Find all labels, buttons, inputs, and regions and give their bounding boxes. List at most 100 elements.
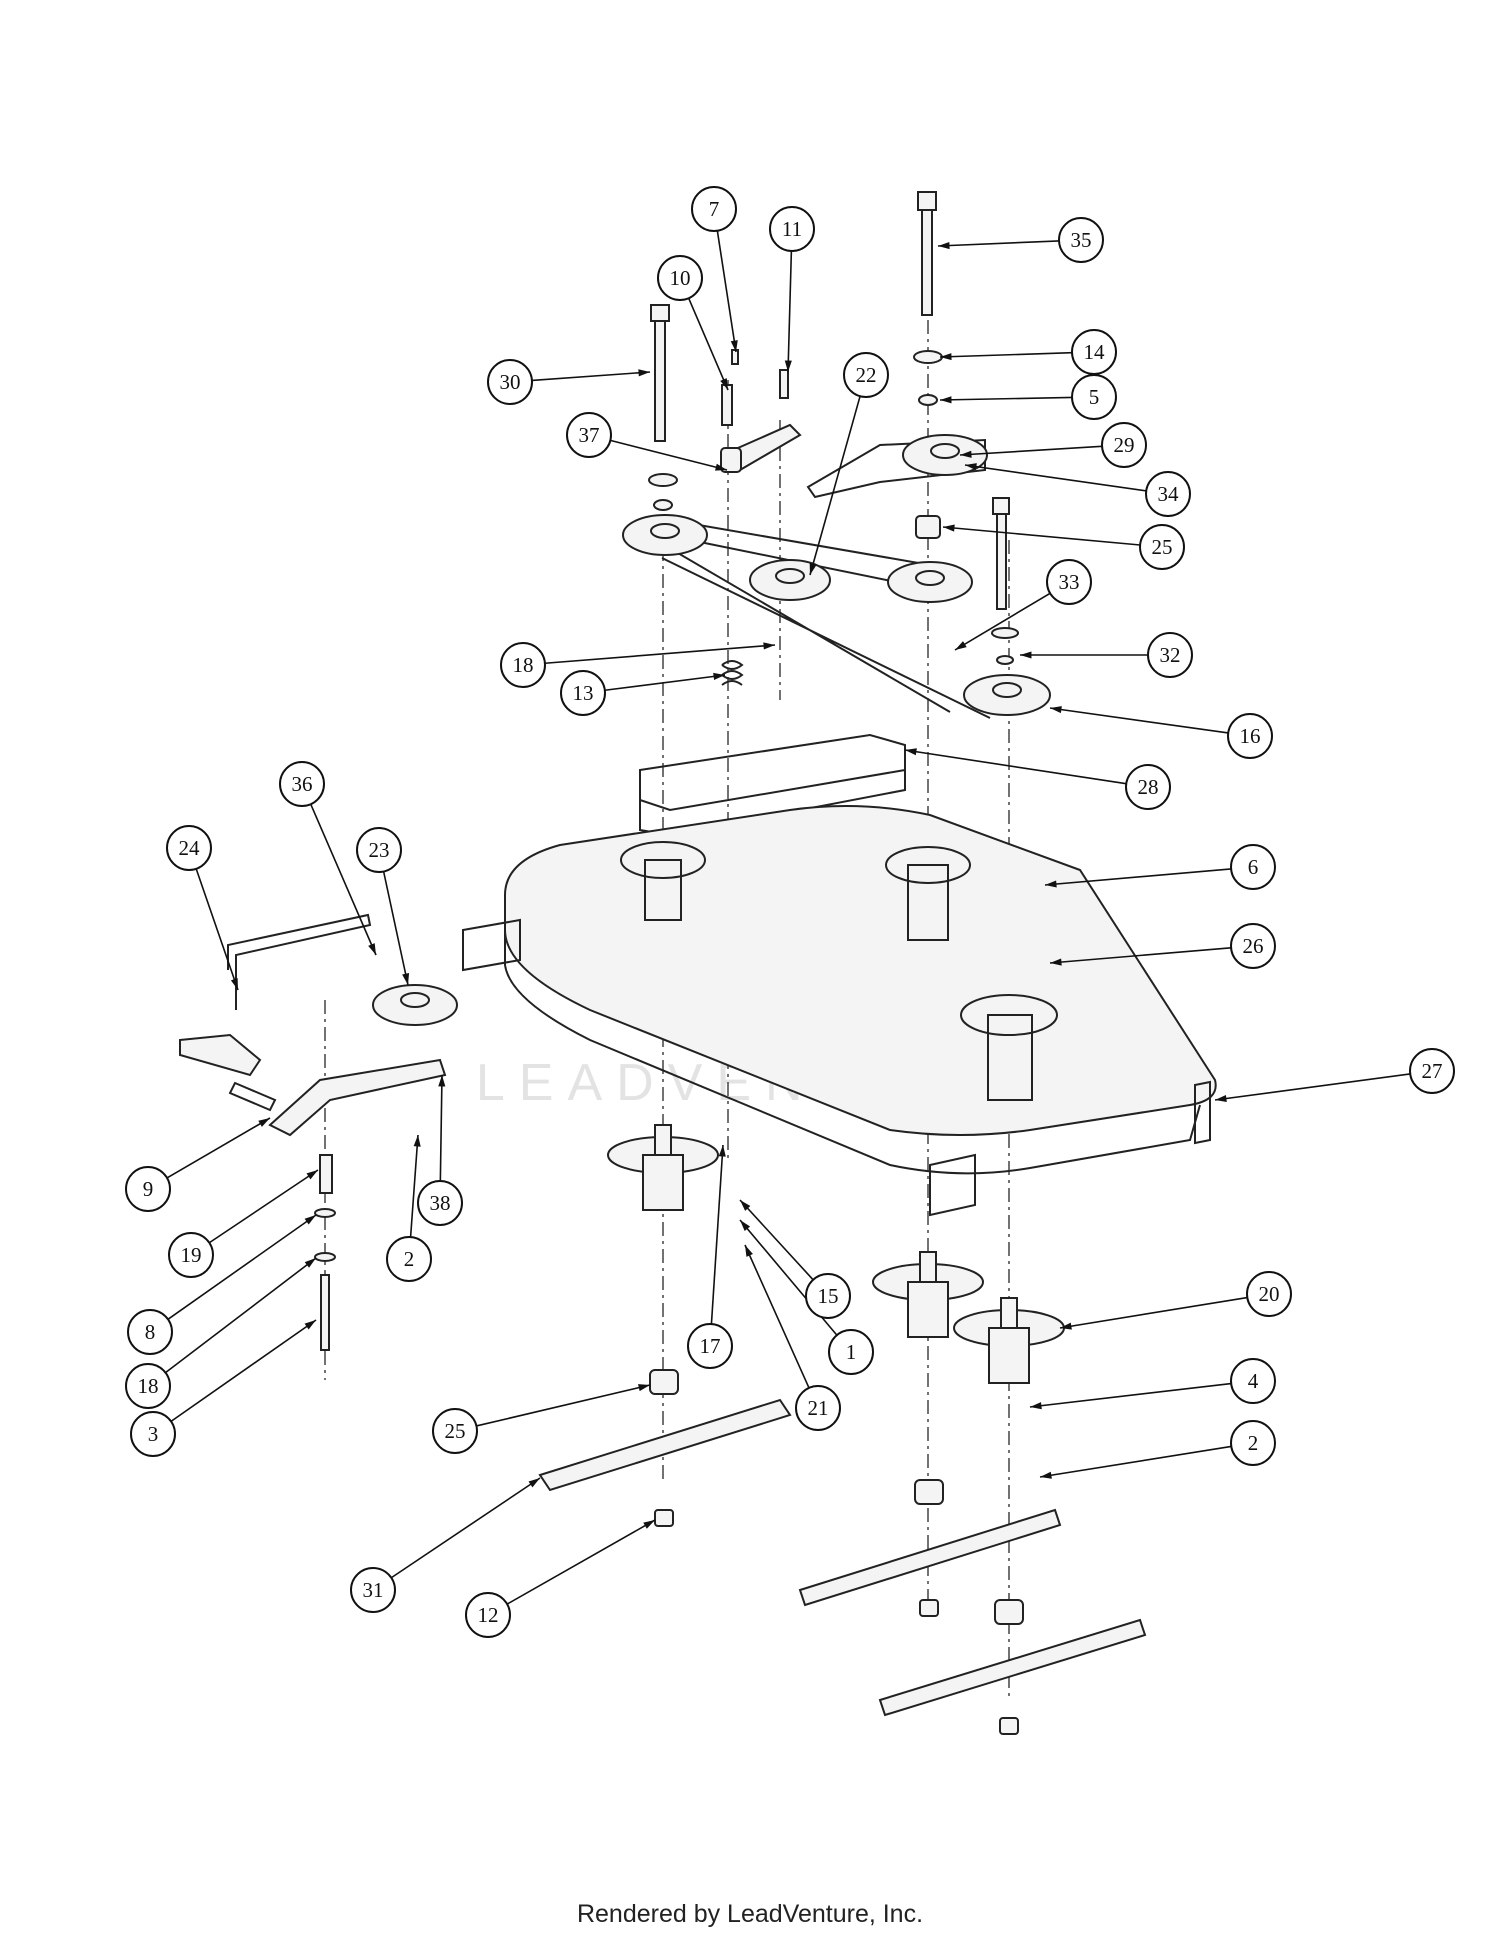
idler-stack-19-8-18-3 <box>314 1154 336 1351</box>
leader-arrow-12 <box>643 1520 655 1529</box>
callout-25: 25 <box>432 1408 478 1454</box>
callout-number: 28 <box>1138 775 1159 799</box>
leader-line-12 <box>506 1519 656 1605</box>
spring-13 <box>721 660 744 686</box>
callout-number: 27 <box>1422 1059 1443 1083</box>
render-credit: Rendered by LeadVenture, Inc. <box>576 1900 924 1928</box>
leader-arrow-18 <box>304 1258 316 1268</box>
callout-number: 13 <box>573 681 594 705</box>
spindle-mid <box>872 1251 984 1338</box>
leader-lines <box>165 230 1411 1605</box>
leader-line-2 <box>409 1134 419 1238</box>
leader-line-33 <box>954 592 1051 651</box>
callout-number: 31 <box>363 1578 384 1602</box>
leader-arrow-17 <box>718 1145 726 1157</box>
callout-28: 28 <box>1125 764 1171 810</box>
leader-arrow-8 <box>304 1215 316 1225</box>
spindle-bolt-35 <box>917 191 937 316</box>
leader-line-29 <box>959 445 1103 456</box>
callout-number: 16 <box>1240 724 1261 748</box>
callout-number: 5 <box>1089 385 1100 409</box>
leader-line-5 <box>939 396 1073 401</box>
callout-number: 21 <box>808 1396 829 1420</box>
callout-number: 2 <box>404 1247 415 1271</box>
idler-pulley-23 <box>372 984 458 1026</box>
callout-24: 24 <box>166 825 212 871</box>
leader-line-26 <box>1049 947 1232 964</box>
spindle-20 <box>953 1297 1065 1384</box>
callout-number: 25 <box>1152 535 1173 559</box>
callout-5: 5 <box>1071 374 1117 420</box>
callout-number: 22 <box>856 363 877 387</box>
leader-arrow-13 <box>713 672 725 680</box>
leader-arrow-2 <box>413 1135 421 1147</box>
callout-number: 14 <box>1084 340 1106 364</box>
lift-rod-36 <box>227 913 372 1010</box>
callout-1: 1 <box>828 1329 874 1375</box>
bolt-30 <box>650 304 670 442</box>
leader-line-11 <box>787 250 793 373</box>
callout-10: 10 <box>657 255 703 301</box>
callout-number: 12 <box>478 1603 499 1627</box>
leader-line-21 <box>744 1244 810 1389</box>
callout-number: 26 <box>1243 934 1264 958</box>
leader-arrow-21 <box>745 1245 753 1257</box>
leader-arrow-2 <box>1040 1471 1052 1479</box>
leader-arrow-10 <box>720 378 728 390</box>
leader-line-18 <box>165 1257 317 1374</box>
leader-line-34 <box>964 464 1147 492</box>
leader-line-37 <box>610 439 728 471</box>
callout-12: 12 <box>465 1592 511 1638</box>
callout-number: 2 <box>1248 1431 1259 1455</box>
leader-arrow-29 <box>960 450 972 458</box>
callout-35: 35 <box>1058 217 1104 263</box>
leader-arrow-37 <box>715 463 727 471</box>
callout-number: 34 <box>1158 482 1180 506</box>
leader-line-24 <box>195 868 239 991</box>
leader-arrow-34 <box>965 463 977 471</box>
callout-number: 7 <box>709 197 720 221</box>
leader-line-35 <box>937 240 1060 247</box>
callout-number: 6 <box>1248 855 1259 879</box>
nut-mid <box>919 1599 939 1617</box>
washer-top-left <box>648 473 678 487</box>
washer-32a <box>991 627 1019 639</box>
leader-line-18 <box>544 644 776 665</box>
leader-line-23 <box>382 871 409 986</box>
callout-2: 2 <box>1230 1420 1276 1466</box>
washer-14 <box>913 350 943 364</box>
spacer-25 <box>915 515 941 539</box>
callout-31: 31 <box>350 1567 396 1613</box>
callout-number: 33 <box>1059 570 1080 594</box>
leader-arrow-9 <box>258 1118 270 1127</box>
callout-3: 3 <box>130 1411 176 1457</box>
callout-32: 32 <box>1147 632 1193 678</box>
leader-arrow-31 <box>528 1478 540 1488</box>
leader-arrow-5 <box>940 396 952 404</box>
leader-arrow-28 <box>905 748 917 756</box>
callout-9: 9 <box>125 1166 171 1212</box>
leader-arrow-11 <box>784 360 792 372</box>
callout-6: 6 <box>1230 844 1276 890</box>
leader-line-14 <box>939 351 1073 358</box>
callout-number: 8 <box>145 1320 156 1344</box>
callout-16: 16 <box>1227 713 1273 759</box>
callout-22: 22 <box>843 352 889 398</box>
leader-arrow-18 <box>763 642 775 650</box>
callout-number: 19 <box>181 1243 202 1267</box>
leader-arrow-33 <box>955 641 967 650</box>
callout-8: 8 <box>127 1309 173 1355</box>
leader-line-25 <box>476 1384 651 1427</box>
callout-38: 38 <box>417 1180 463 1226</box>
callout-number: 20 <box>1259 1282 1280 1306</box>
callout-20: 20 <box>1246 1271 1292 1317</box>
leader-arrow-16 <box>1050 706 1062 714</box>
leader-arrow-20 <box>1060 1322 1072 1330</box>
callout-11: 11 <box>769 206 815 252</box>
leader-arrow-22 <box>809 563 817 575</box>
leader-arrow-7 <box>730 340 738 352</box>
leader-line-31 <box>390 1477 541 1579</box>
leader-arrow-19 <box>306 1170 318 1180</box>
callout-number: 35 <box>1071 228 1092 252</box>
